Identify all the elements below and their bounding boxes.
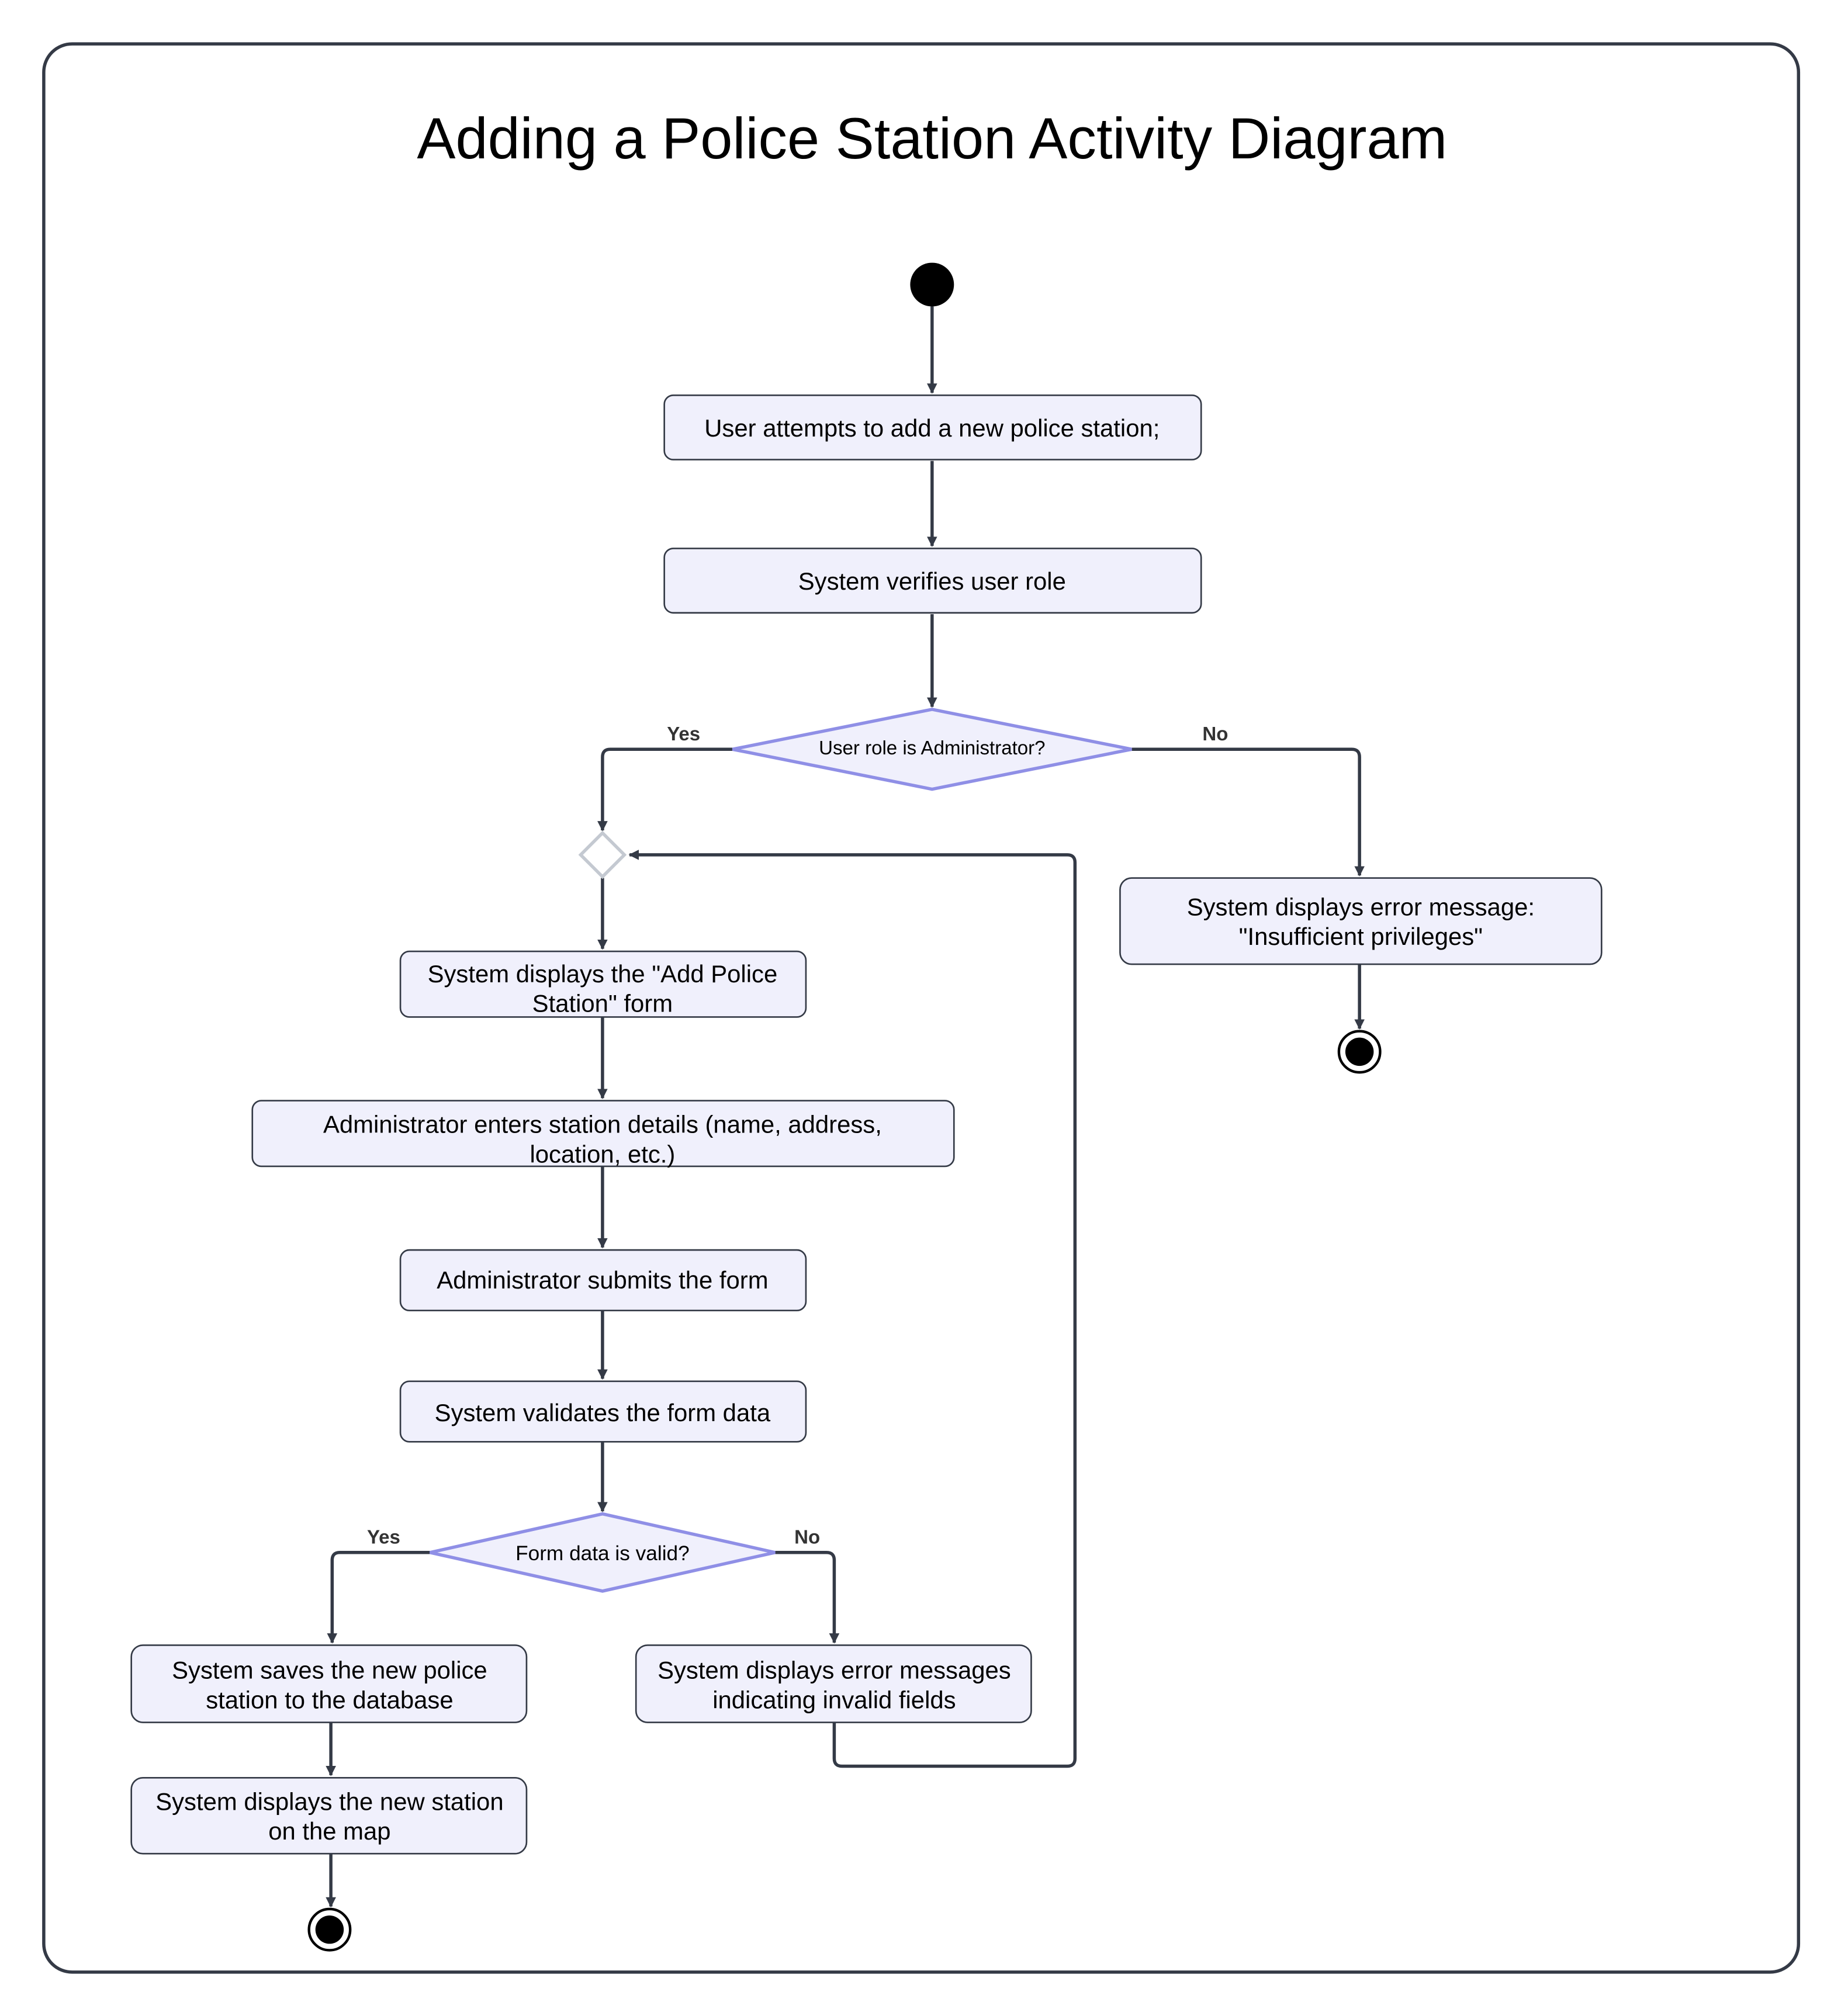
action-label-line-2: indicating invalid fields (712, 1686, 956, 1713)
action-validate-form-data: System validates the form data (399, 1380, 807, 1443)
action-label-line-1: System displays the "Add Police (428, 960, 778, 988)
action-display-station-on-map: System displays the new station on the m… (130, 1776, 528, 1855)
action-display-form: System displays the "Add Police Station"… (399, 950, 807, 1018)
decision-label: Form data is valid? (515, 1542, 690, 1565)
action-label-line-2: on the map (268, 1817, 390, 1845)
edge-valid-no (775, 1551, 840, 1644)
edge-valid-yes (327, 1551, 430, 1644)
start-node (910, 262, 954, 307)
action-label-line-2: Station" form (532, 990, 673, 1017)
edge-label-valid-yes: Yes (367, 1526, 400, 1548)
edge-label-valid-no: No (794, 1526, 820, 1548)
action-label: User attempts to add a new police statio… (704, 414, 1160, 442)
action-label: Administrator submits the form (437, 1266, 768, 1294)
decision-role-is-admin: User role is Administrator? (732, 708, 1132, 791)
diagram-title: Adding a Police Station Activity Diagram (417, 106, 1447, 171)
end-node-success (307, 1907, 352, 1952)
end-node-privileges (1337, 1030, 1382, 1074)
decision-form-data-valid: Form data is valid? (430, 1512, 776, 1593)
action-verify-role: System verifies user role (663, 548, 1202, 614)
decision-label: User role is Administrator? (819, 737, 1045, 759)
edge-role-no (1131, 747, 1365, 877)
edge-role-yes (597, 747, 733, 832)
merge-node (578, 830, 627, 879)
edge-error-loop-back (628, 850, 1077, 1768)
action-label-line-2: location, etc.) (530, 1140, 675, 1168)
action-label-line-1: System saves the new police (172, 1657, 487, 1684)
action-label-line-1: Administrator enters station details (na… (323, 1111, 882, 1138)
action-label: System verifies user role (798, 567, 1066, 595)
action-label: System validates the form data (435, 1399, 771, 1426)
edge-label-role-no: No (1202, 723, 1228, 745)
action-label-line-2: "Insufficient privileges" (1239, 923, 1483, 950)
action-error-invalid-fields: System displays error messages indicatin… (635, 1644, 1032, 1723)
action-label-line-1: System displays the new station (155, 1788, 503, 1815)
action-label-line-2: station to the database (206, 1686, 453, 1713)
action-label-line-1: System displays error message: (1187, 893, 1535, 920)
action-save-station: System saves the new police station to t… (130, 1644, 528, 1723)
action-error-insufficient-privileges: System displays error message: "Insuffic… (1119, 877, 1603, 965)
action-submit-form: Administrator submits the form (399, 1249, 807, 1311)
action-attempt-add-station: User attempts to add a new police statio… (663, 394, 1202, 460)
action-label-line-1: System displays error messages (658, 1657, 1011, 1684)
diagram-frame (42, 42, 1801, 1974)
action-enter-station-details: Administrator enters station details (na… (251, 1100, 955, 1168)
edge-label-role-yes: Yes (667, 723, 700, 745)
